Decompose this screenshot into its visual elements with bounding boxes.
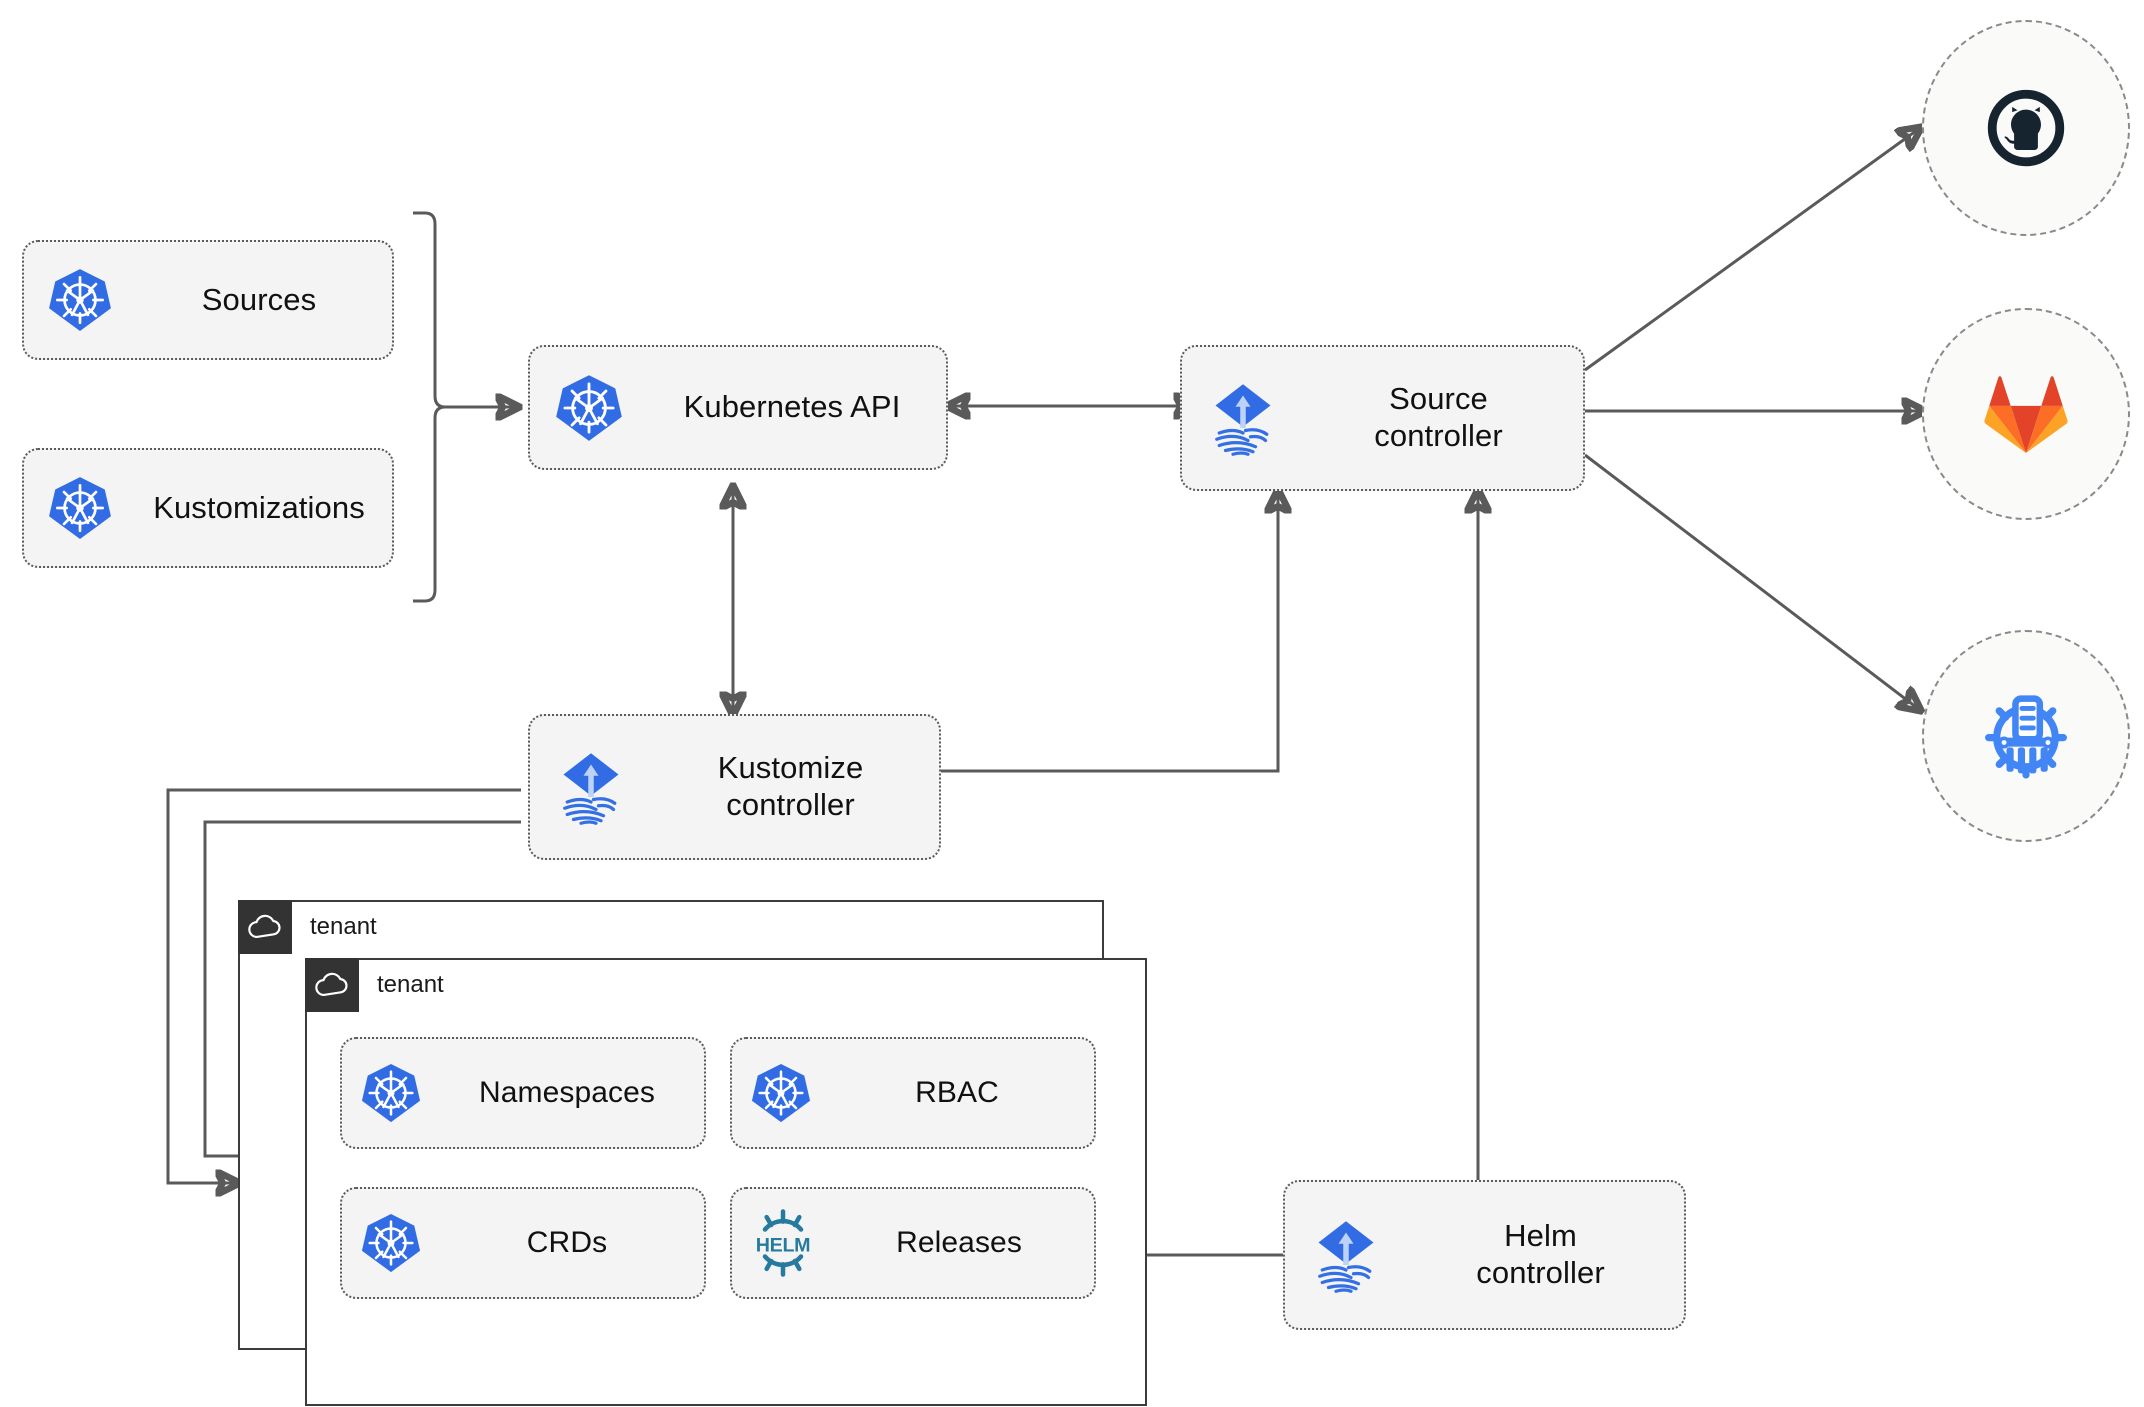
kubernetes-icon [342,1062,440,1124]
kubernetes-icon [342,1212,440,1274]
node-source-controller-label: Source controller [1374,381,1503,453]
edge-sources-bracket [413,211,446,603]
tenant-back-label: tenant [310,913,377,940]
helm-repository-icon [1985,695,2067,779]
node-namespaces[interactable]: Namespaces [340,1037,706,1149]
node-kubernetes-api[interactable]: Kubernetes API [528,345,948,470]
tenant-window-front[interactable]: tenant [305,958,1147,1406]
flux-icon [1182,378,1304,458]
edge-kustomize-to-source [941,491,1278,773]
edge-source-to-github [1584,128,1920,372]
kubernetes-icon [24,267,136,333]
node-kustomizations[interactable]: Kustomizations [22,448,394,568]
node-namespaces-label: Namespaces [478,1076,656,1110]
node-rbac[interactable]: RBAC [730,1037,1096,1149]
external-source-gitlab[interactable] [1922,308,2130,520]
node-crds[interactable]: CRDs [340,1187,706,1299]
node-rbac-label: RBAC [915,1076,999,1110]
cloud-icon [238,900,292,954]
external-source-helm-repository[interactable] [1922,630,2130,842]
node-kustomize-controller[interactable]: Kustomize controller [528,714,941,860]
node-releases[interactable]: HELM Releases [730,1187,1096,1299]
node-releases-label: Releases [896,1226,1022,1260]
edge-source-to-helmrepo [1584,453,1920,710]
kubernetes-icon [24,475,136,541]
flux-icon [530,747,652,827]
flux-icon [1285,1215,1407,1295]
tenant-front-titlebar: tenant [305,958,444,1012]
node-sources-label: Sources [201,281,317,317]
node-sources[interactable]: Sources [22,240,394,360]
kubernetes-icon [530,373,648,443]
github-icon [1987,89,2065,167]
tenant-front-label: tenant [377,971,444,998]
helm-icon: HELM [732,1207,834,1279]
node-kustomize-controller-label: Kustomize controller [717,750,864,822]
node-kustomizations-label: Kustomizations [153,489,365,525]
node-source-controller[interactable]: Source controller [1180,345,1585,491]
cloud-icon [305,958,359,1012]
external-source-github[interactable] [1922,20,2130,236]
tenant-back-titlebar: tenant [238,900,377,954]
node-helm-controller-label: Helm controller [1476,1218,1605,1290]
kubernetes-icon [732,1062,830,1124]
node-helm-controller[interactable]: Helm controller [1283,1180,1686,1330]
node-crds-label: CRDs [526,1226,608,1260]
node-kubernetes-api-label: Kubernetes API [683,389,901,425]
gitlab-icon [1984,376,2068,453]
svg-text:HELM: HELM [756,1234,810,1256]
